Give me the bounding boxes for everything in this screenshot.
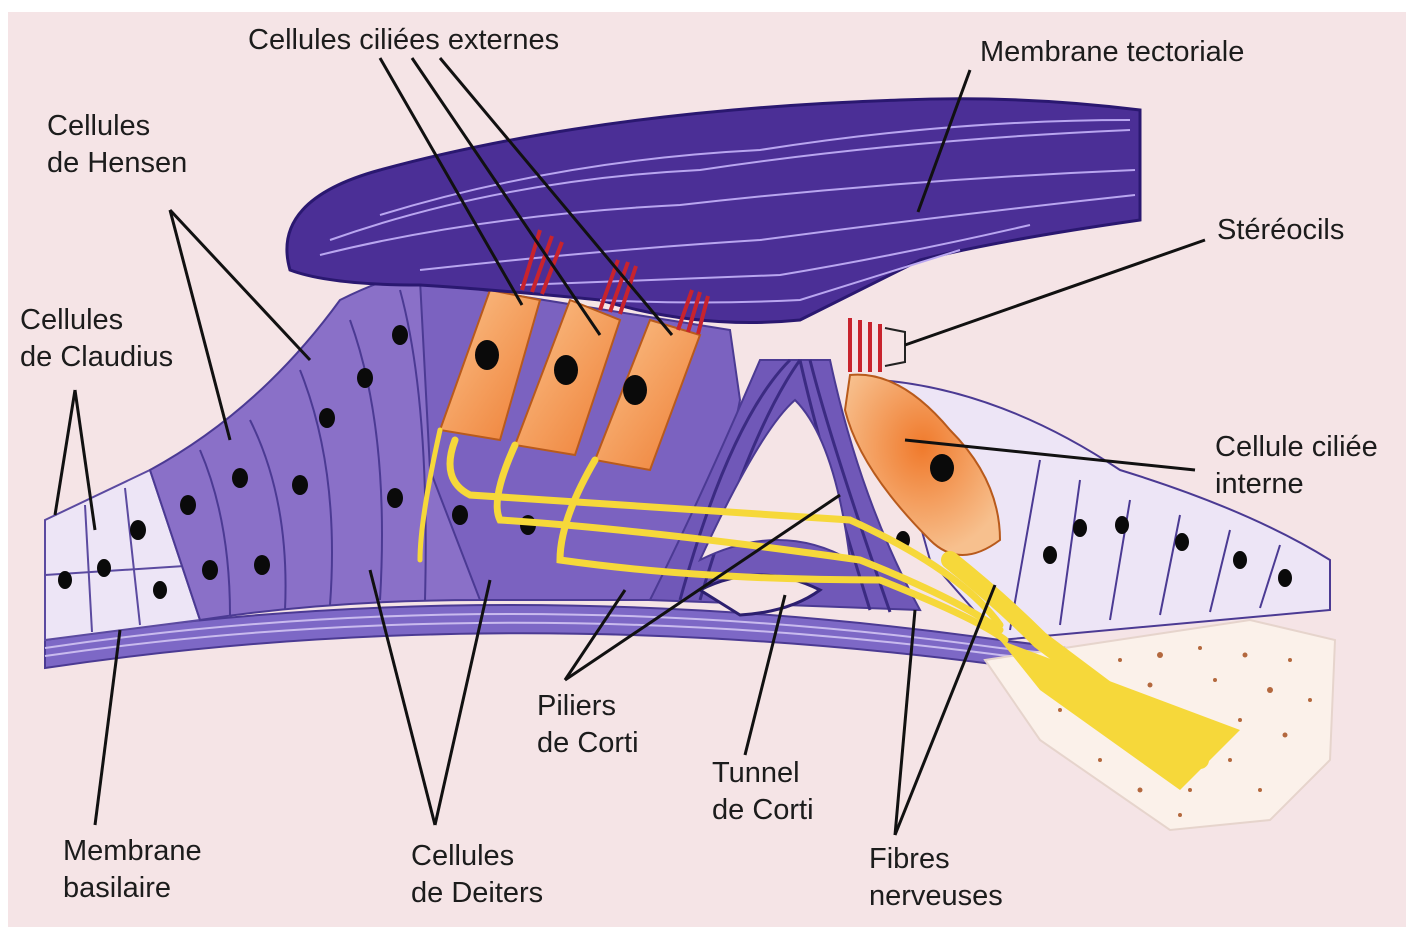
label-deiters-line2: de Deiters (411, 875, 543, 912)
label-piliers-corti: Piliers de Corti (537, 688, 639, 762)
label-membrane-tectoriale-text: Membrane tectoriale (980, 34, 1244, 71)
label-membrane-basilaire: Membrane basilaire (63, 833, 202, 907)
label-hensen: Cellules de Hensen (47, 108, 187, 182)
label-piliers-corti-line2: de Corti (537, 725, 639, 762)
label-cellule-ciliee-interne-line1: Cellule ciliée (1215, 429, 1378, 466)
label-fibres-nerveuses-line2: nerveuses (869, 878, 1003, 915)
label-claudius: Cellules de Claudius (20, 302, 173, 376)
label-cellule-ciliee-interne-line2: interne (1215, 466, 1378, 503)
label-cellules-ciliees-externes-text: Cellules ciliées externes (248, 22, 559, 59)
label-fibres-nerveuses-line1: Fibres (869, 841, 1003, 878)
label-cellule-ciliee-interne: Cellule ciliée interne (1215, 429, 1378, 503)
label-hensen-line2: de Hensen (47, 145, 187, 182)
label-fibres-nerveuses: Fibres nerveuses (869, 841, 1003, 915)
label-tunnel-corti-line1: Tunnel (712, 755, 814, 792)
label-deiters-line1: Cellules (411, 838, 543, 875)
label-claudius-line1: Cellules (20, 302, 173, 339)
label-stereocils-text: Stéréocils (1217, 212, 1344, 249)
label-tunnel-corti: Tunnel de Corti (712, 755, 814, 829)
label-piliers-corti-line1: Piliers (537, 688, 639, 725)
label-hensen-line1: Cellules (47, 108, 187, 145)
label-deiters: Cellules de Deiters (411, 838, 543, 912)
label-stereocils: Stéréocils (1217, 212, 1344, 249)
label-membrane-basilaire-line2: basilaire (63, 870, 202, 907)
label-claudius-line2: de Claudius (20, 339, 173, 376)
label-membrane-basilaire-line1: Membrane (63, 833, 202, 870)
label-cellules-ciliees-externes: Cellules ciliées externes (248, 22, 559, 59)
label-tunnel-corti-line2: de Corti (712, 792, 814, 829)
label-membrane-tectoriale: Membrane tectoriale (980, 34, 1244, 71)
